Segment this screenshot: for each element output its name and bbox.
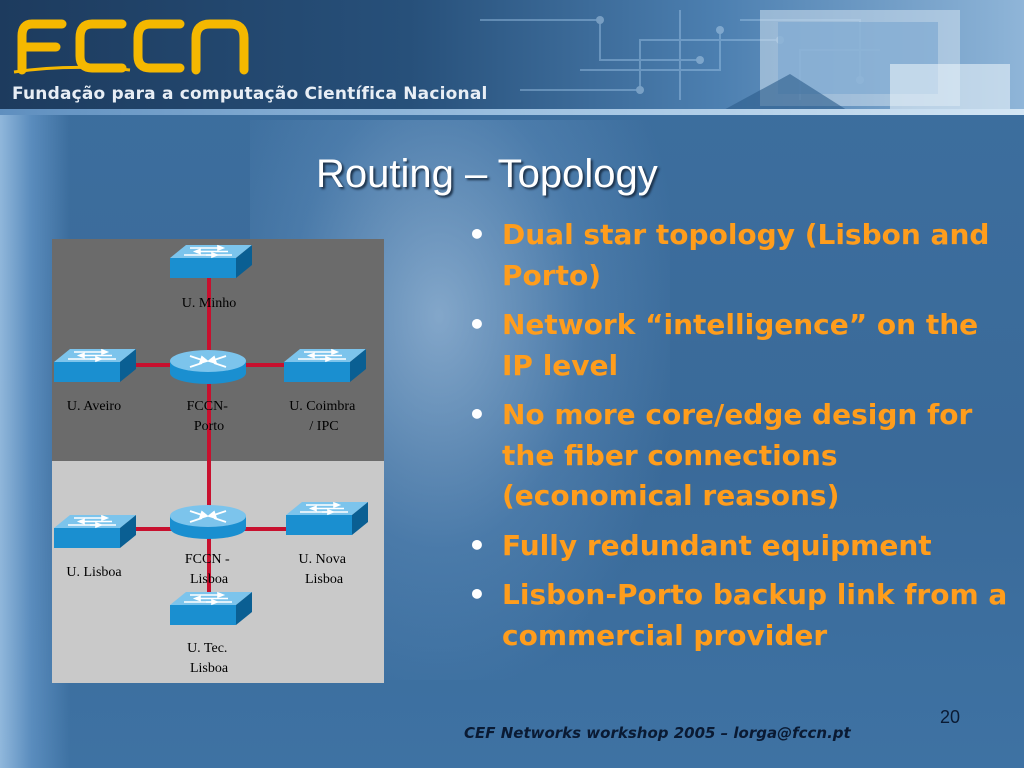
router-icon-fccn-lisboa bbox=[169, 504, 247, 540]
switch-icon-u-tec bbox=[169, 591, 253, 626]
slide-title: Routing – Topology bbox=[316, 152, 658, 196]
fccn-logo bbox=[13, 19, 249, 75]
topology-diagram: U. Minho U. Aveiro FCCN- Porto U. Coimbr… bbox=[52, 239, 384, 683]
bullet-item: Fully redundant equipment bbox=[466, 526, 1016, 567]
switch-icon-u-nova bbox=[285, 501, 369, 536]
lisbon-region-panel bbox=[52, 461, 384, 683]
node-label-u-lisboa: U. Lisboa bbox=[66, 565, 122, 580]
bullet-list: Dual star topology (Lisbon and Porto) Ne… bbox=[466, 215, 1016, 665]
switch-icon-u-minho bbox=[169, 244, 253, 279]
switch-icon-u-lisboa bbox=[53, 514, 137, 549]
node-label-u-tec: U. Tec. Lisboa bbox=[187, 641, 231, 676]
computer-monitor-decoration bbox=[720, 10, 1010, 112]
node-label-u-minho: U. Minho bbox=[182, 296, 236, 311]
bullet-item: No more core/edge design for the fiber c… bbox=[466, 395, 1016, 517]
node-label-fccn-lisboa: FCCN - Lisboa bbox=[185, 552, 233, 587]
header-banner: Fundação para a computação Científica Na… bbox=[0, 0, 1024, 115]
organization-tagline: Fundação para a computação Científica Na… bbox=[12, 84, 488, 104]
bullet-item: Lisbon-Porto backup link from a commerci… bbox=[466, 575, 1016, 656]
switch-icon-u-coimbra bbox=[283, 348, 367, 383]
bullet-item: Network “intelligence” on the IP level bbox=[466, 305, 1016, 386]
bullet-item: Dual star topology (Lisbon and Porto) bbox=[466, 215, 1016, 296]
node-label-fccn-porto: FCCN- Porto bbox=[187, 399, 232, 434]
node-label-u-aveiro: U. Aveiro bbox=[67, 399, 121, 414]
page-number: 20 bbox=[940, 707, 961, 727]
node-label-u-nova: U. Nova Lisboa bbox=[299, 552, 350, 587]
switch-icon-u-aveiro bbox=[53, 348, 137, 383]
router-icon-fccn-porto bbox=[169, 349, 247, 385]
footer-text: CEF Networks workshop 2005 – lorga@fccn.… bbox=[464, 724, 851, 742]
node-label-u-coimbra: U. Coimbra / IPC bbox=[289, 399, 359, 434]
